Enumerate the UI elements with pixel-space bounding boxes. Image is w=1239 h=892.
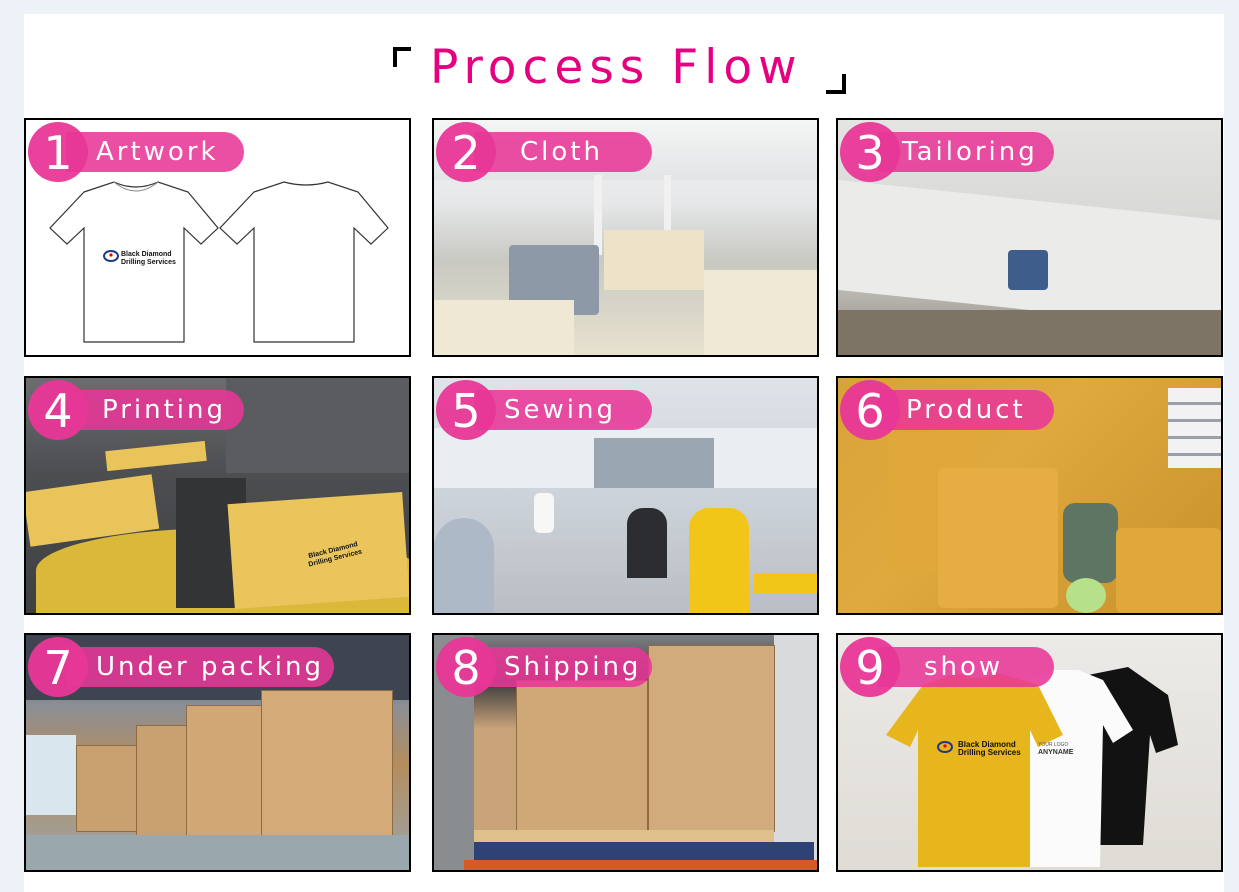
badge-circle — [840, 637, 900, 697]
badge-pill — [474, 647, 652, 687]
step-tile-cloth: 2 Cloth — [432, 118, 819, 357]
shirt-logo-line2: Drilling Services — [958, 748, 1021, 757]
bd-drill-logo-icon — [937, 741, 953, 753]
step-tile-sewing: 5 Sewing — [432, 376, 819, 615]
title-bracket-close — [826, 74, 846, 94]
step-label: show — [924, 652, 1004, 682]
step-label: Sewing — [504, 395, 616, 425]
step-label: Tailoring — [902, 137, 1038, 167]
step-badge: 7 Under packing — [26, 635, 409, 715]
step-tile-shipping: 8 Shipping — [432, 633, 819, 872]
badge-pill — [66, 647, 334, 687]
page-title: Process Flow — [430, 40, 803, 95]
step-label: Under packing — [96, 652, 324, 682]
step-number: 5 — [451, 384, 481, 438]
step-number: 9 — [855, 641, 885, 695]
badge-circle — [436, 637, 496, 697]
badge-pill — [66, 390, 244, 430]
badge-pill — [878, 647, 1054, 687]
step-number: 8 — [451, 641, 481, 695]
step-badge: 8 Shipping — [434, 635, 817, 715]
white-shirt-line2: ANYNAME — [1038, 749, 1074, 756]
step-number: 4 — [43, 384, 73, 438]
step-number: 2 — [451, 126, 481, 180]
step-tile-show: Black Diamond Drilling Services YOUR LOG… — [836, 633, 1223, 872]
t-shirt-drawing — [49, 181, 389, 343]
logo-line1: Black Diamond — [121, 251, 172, 258]
badge-pill — [878, 132, 1054, 172]
step-badge: 9 show — [838, 635, 1221, 715]
title-bracket-open — [393, 47, 411, 67]
step-label: Product — [906, 395, 1026, 425]
step-tile-tailoring: 3 Tailoring — [836, 118, 1223, 357]
logo-line2: Drilling Services — [121, 259, 176, 266]
step-number: 3 — [855, 126, 885, 180]
step-label: Shipping — [504, 652, 642, 682]
step-label: Printing — [102, 395, 227, 425]
badge-circle — [436, 380, 496, 440]
yellow-shirt-icon — [886, 673, 1063, 867]
badge-pill — [66, 132, 244, 172]
step-badge: 5 Sewing — [434, 378, 817, 458]
shirt-back-icon — [219, 181, 389, 343]
badge-circle — [28, 122, 88, 182]
step-badge: 4 Printing — [26, 378, 409, 458]
step-label: Artwork — [96, 137, 219, 167]
badge-circle — [28, 380, 88, 440]
step-number: 7 — [43, 641, 73, 695]
step-badge: 1 Artwork — [26, 120, 409, 200]
badge-circle — [436, 122, 496, 182]
step-tile-product: 6 Product — [836, 376, 1223, 615]
step-label: Cloth — [520, 137, 603, 167]
step-badge: 6 Product — [838, 378, 1221, 458]
badge-circle — [840, 122, 900, 182]
badge-pill — [878, 390, 1054, 430]
step-badge: 3 Tailoring — [838, 120, 1221, 200]
badge-pill — [474, 132, 652, 172]
step-tile-printing: Black Diamond Drilling Services 4 Printi… — [24, 376, 411, 615]
step-badge: 2 Cloth — [434, 120, 817, 200]
badge-pill — [474, 390, 652, 430]
step-number: 1 — [43, 126, 73, 180]
step-number: 6 — [855, 384, 885, 438]
bd-drill-logo-icon — [103, 250, 119, 262]
hanging-shirts — [886, 667, 1178, 867]
shirt-logo-line1: Black Diamond — [958, 740, 1016, 749]
white-shirt-line1: YOUR LOGO — [1038, 742, 1069, 748]
step-tile-under-packing: 7 Under packing — [24, 633, 411, 872]
badge-circle — [28, 637, 88, 697]
step-tile-artwork: Black Diamond Drilling Services 1 Artwor… — [24, 118, 411, 357]
badge-circle — [840, 380, 900, 440]
